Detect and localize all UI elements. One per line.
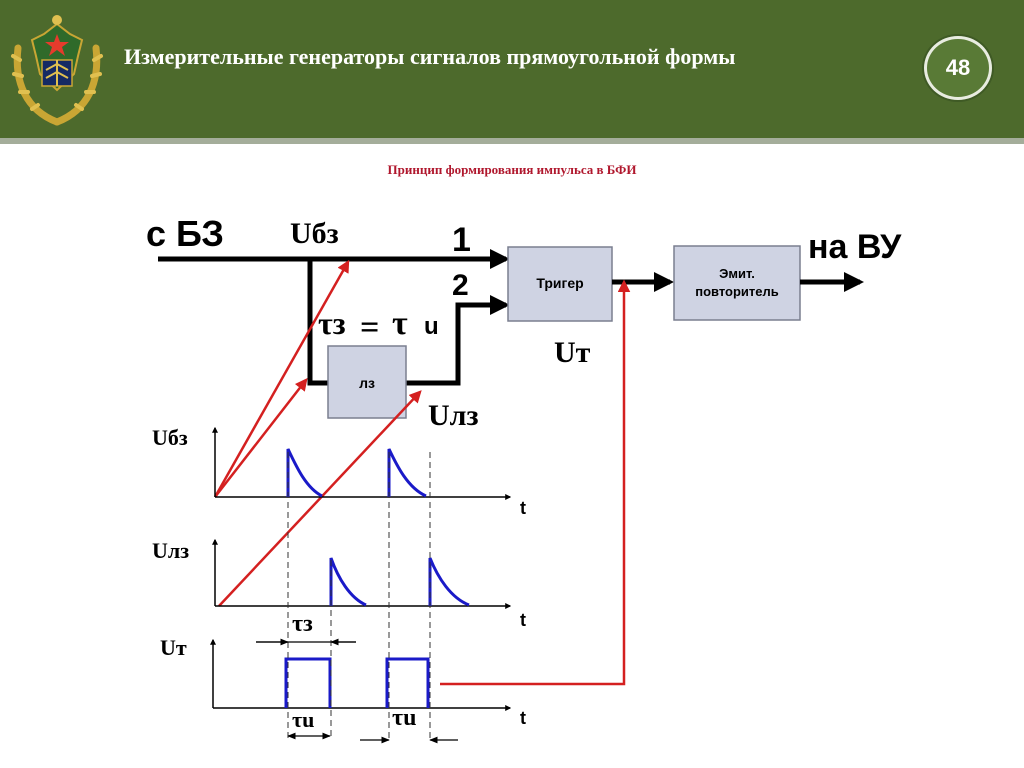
page-title: Измерительные генераторы сигналов прямоу… [124,44,736,69]
delay-output-wire [406,295,510,386]
u-t-pulse-2 [385,657,430,708]
delay-line-label: лз [359,375,375,391]
u-t-axis-label: Uт [160,635,187,660]
tau-z-label: τз [318,305,346,341]
u-lz-pulse-2 [428,557,470,607]
page-number-badge: 48 [924,36,992,100]
emitter-label-line-1: Эмит. [719,266,755,281]
header-divider [0,138,1024,144]
input-2-label: 2 [452,269,469,302]
delay-line-block [327,345,407,419]
tau-i-mark-2: τu [392,705,416,731]
u-lz-pulse-1 [329,557,367,607]
u-lz-t-label: t [520,610,526,630]
u-bz-t-label: t [520,498,526,518]
emitter-label-line-2: повторитель [695,284,779,299]
tau-i-subscript: u [424,313,439,340]
emitter-follower-block [673,245,801,321]
delay-branch-wire [307,259,328,386]
tau-i-mark-1: τu [292,707,314,732]
u-t-label: Uт [554,336,591,369]
military-emblem-icon [11,15,103,126]
u-bz-axis-label: Uбз [152,425,188,450]
trigger-label: Тригер [536,275,583,291]
tau-i-label: τ [392,305,408,342]
u-lz-label: Uлз [428,399,479,432]
slide-header [0,0,1024,138]
red-arrow-ut-to-trigger [440,279,631,686]
u-bz-pulse-2 [387,448,427,498]
projection-lines [287,452,431,740]
diagram-subtitle: Принцип формирования импульса в БФИ [387,162,637,177]
red-arrow-ubz-to-line [213,259,350,498]
trigger-block [507,246,613,322]
red-arrow-ulz-to-delay-out [218,390,422,607]
input-1-label: 1 [452,221,471,259]
u-bz-label: Uбз [290,217,339,250]
u-t-pulse-1 [284,657,332,708]
red-arrow-ubz-to-delay [214,378,308,498]
u-bz-pulse-1 [286,448,323,498]
input-label: с БЗ [146,213,224,254]
u-t-t-label: t [520,708,526,728]
equals-sign: = [360,309,379,346]
output-label: на ВУ [808,228,902,266]
tau-z-mark: τз [292,611,313,637]
u-lz-axis-label: Uлз [152,538,189,563]
